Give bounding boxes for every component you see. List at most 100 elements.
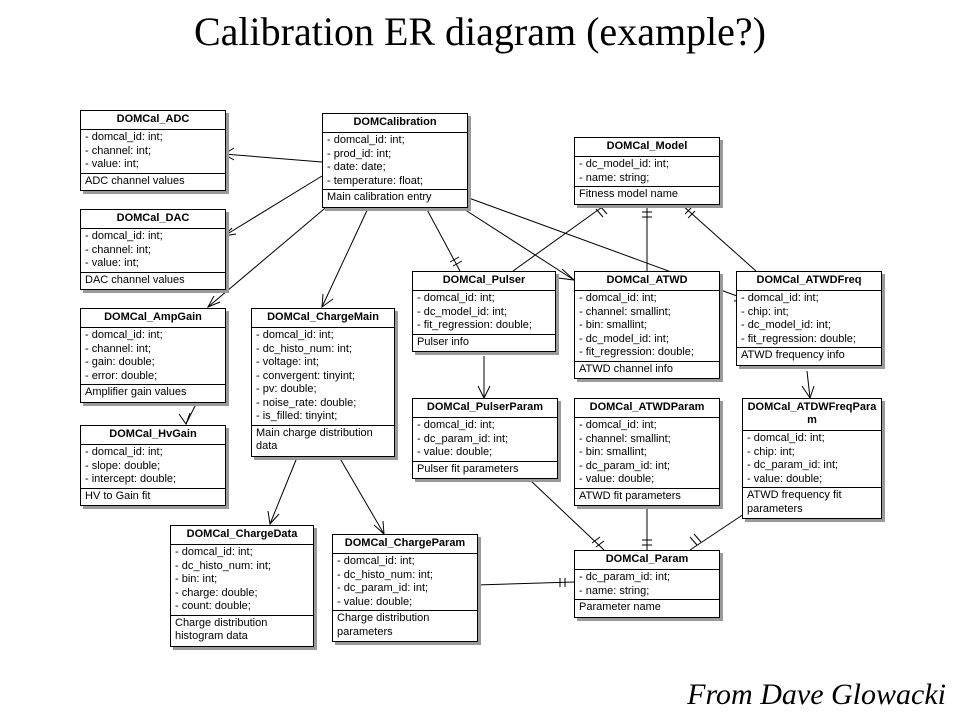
rel-calibration-atwd — [455, 203, 575, 281]
attribute: - chip: int; — [747, 445, 795, 458]
attribute: - bin: smallint; — [579, 319, 647, 331]
attribute: - domcal_id: int; — [747, 432, 825, 444]
attribute: - dc_histo_num: int; — [337, 568, 433, 581]
attribute: - channel: int; — [85, 144, 152, 157]
entity-domcal-model[interactable]: DOMCal_Model - dc_model_id: int; - name:… — [574, 137, 720, 205]
entity-name: DOMCal_ATWDParam — [575, 399, 719, 418]
entity-domcal-dac[interactable]: DOMCal_DAC - domcal_id: int; - channel: … — [80, 209, 226, 290]
author-credit: From Dave Glowacki — [687, 678, 946, 711]
attribute-list: - dc_model_id: int; - name: string; — [575, 157, 719, 187]
entity-name: DOMCal_ChargeData — [171, 526, 313, 545]
entity-domcal-atwdfreq[interactable]: DOMCal_ATWDFreq - domcal_id: int; - chip… — [736, 271, 882, 366]
rel-param-chargeparam — [475, 581, 575, 586]
entity-description: ATWD channel info — [579, 362, 673, 375]
entity-name: DOMCal_Param — [575, 551, 719, 570]
attribute: - name: string; — [579, 171, 650, 184]
attribute-list: - domcal_id: int; - channel: smallint; -… — [575, 418, 719, 489]
entity-name: DOMCal_ChargeParam — [333, 535, 477, 554]
attribute: - domcal_id: int; — [337, 555, 415, 567]
attribute: - gain: double; — [85, 356, 155, 368]
entity-domcal-atdwfreqparam[interactable]: DOMCal_ATDWFreqParam - domcal_id: int; -… — [742, 398, 882, 519]
entity-description: Main calibration entry — [327, 191, 432, 203]
attribute-list: - domcal_id: int; - prod_id: int; - date… — [323, 133, 467, 190]
attribute: - channel: smallint; — [579, 305, 671, 318]
entity-name: DOMCal_ATWDFreq — [737, 272, 881, 291]
attribute-list: - domcal_id: int; - channel: smallint; -… — [575, 291, 719, 362]
attribute-list: - dc_param_id: int; - name: string; — [575, 570, 719, 600]
entity-domcal-hvgain[interactable]: DOMCal_HvGain - domcal_id: int; - slope:… — [80, 425, 226, 506]
entity-description: ATWD frequency fit parameters — [747, 489, 842, 515]
attribute: - fit_regression: double; — [417, 319, 532, 331]
attribute: - domcal_id: int; — [85, 446, 163, 458]
attribute-list: - domcal_id: int; - dc_param_id: int; - … — [413, 418, 557, 462]
attribute-list: - domcal_id: int; - dc_histo_num: int; -… — [252, 328, 394, 426]
rel-calibration-adc — [223, 153, 323, 163]
attribute: - dc_param_id: int; — [337, 582, 429, 594]
entity-domcal-atwdparam[interactable]: DOMCal_ATWDParam - domcal_id: int; - cha… — [574, 398, 720, 506]
attribute: - intercept: double; — [85, 473, 177, 485]
entity-domcal-atwd[interactable]: DOMCal_ATWD - domcal_id: int; - channel:… — [574, 271, 720, 379]
attribute: - value: int; — [85, 257, 139, 269]
attribute: - value: double; — [337, 595, 413, 608]
attribute: - dc_model_id: int; — [417, 305, 507, 318]
entity-description: Pulser fit parameters — [417, 462, 519, 475]
entity-description: ATWD fit parameters — [579, 489, 681, 502]
attribute: - dc_model_id: int; — [579, 158, 669, 170]
entity-domcal-adc[interactable]: DOMCal_ADC - domcal_id: int; - channel: … — [80, 110, 226, 191]
rel-calibration-ampgain — [207, 203, 331, 308]
attribute: - slope: double; — [85, 459, 161, 472]
attribute: - dc_model_id: int; — [741, 319, 831, 331]
rel-calibration-chargemain — [321, 203, 371, 308]
attribute: - dc_histo_num: int; — [256, 342, 352, 355]
attribute: - domcal_id: int; — [417, 419, 495, 431]
entity-domcalibration[interactable]: DOMCalibration - domcal_id: int; - prod_… — [322, 113, 468, 208]
attribute: - domcal_id: int; — [85, 230, 163, 242]
attribute: - name: string; — [579, 584, 650, 597]
attribute: - domcal_id: int; — [579, 419, 657, 431]
rel-calibration-dac — [223, 175, 323, 237]
attribute-list: - domcal_id: int; - dc_histo_num: int; -… — [333, 554, 477, 611]
entity-domcal-param[interactable]: DOMCal_Param - dc_param_id: int; - name:… — [574, 550, 720, 618]
rel-model-atwdfreq — [681, 204, 757, 272]
entity-name: DOMCal_Model — [575, 138, 719, 157]
attribute: - dc_model_id: int; — [579, 332, 669, 345]
attribute-list: - domcal_id: int; - slope: double; - int… — [81, 445, 225, 489]
entity-name: DOMCal_ADC — [81, 111, 225, 130]
entity-description: Charge distribution parameters — [337, 612, 430, 638]
attribute: - value: double; — [579, 473, 655, 485]
attribute: - value: int; — [85, 158, 139, 170]
entity-domcal-pulserparam[interactable]: DOMCal_PulserParam - domcal_id: int; - d… — [412, 398, 558, 479]
entity-domcal-chargeparam[interactable]: DOMCal_ChargeParam - domcal_id: int; - d… — [332, 534, 478, 642]
entity-name: DOMCal_ATDWFreqParam — [743, 399, 881, 431]
rel-calibration-pulser — [423, 203, 461, 272]
entity-name: DOMCal_AmpGain — [81, 309, 225, 328]
entity-name: DOMCal_HvGain — [81, 426, 225, 445]
attribute: - dc_param_id: int; — [747, 459, 839, 471]
entity-name: DOMCal_ChargeMain — [252, 309, 394, 328]
attribute: - voltage: int; — [256, 356, 319, 368]
attribute: - domcal_id: int; — [85, 329, 163, 341]
attribute: - fit_regression: double; — [579, 346, 694, 358]
attribute-list: - domcal_id: int; - channel: int; - valu… — [81, 130, 225, 174]
attribute: - dc_param_id: int; — [579, 571, 671, 583]
entity-name: DOMCal_Pulser — [413, 272, 555, 291]
attribute: - convergent: tinyint; — [256, 369, 356, 382]
entity-domcal-ampgain[interactable]: DOMCal_AmpGain - domcal_id: int; - chann… — [80, 308, 226, 403]
cardinality-marks — [178, 147, 815, 587]
entity-description: DAC channel values — [85, 273, 185, 286]
attribute: - dc_param_id: int; — [417, 432, 509, 445]
entity-description: Amplifier gain values — [85, 386, 187, 398]
attribute: - error: double; — [85, 369, 158, 382]
attribute: - dc_histo_num: int; — [175, 559, 271, 572]
attribute: - bin: smallint; — [579, 446, 647, 458]
attribute: - domcal_id: int; — [175, 546, 253, 558]
entity-domcal-chargedata[interactable]: DOMCal_ChargeData - domcal_id: int; - dc… — [170, 525, 314, 647]
attribute: - fit_regression: double; — [741, 332, 856, 345]
entity-domcal-pulser[interactable]: DOMCal_Pulser - domcal_id: int; - dc_mod… — [412, 271, 556, 352]
attribute: - charge: double; — [175, 586, 258, 599]
attribute: - domcal_id: int; — [327, 134, 405, 146]
attribute: - domcal_id: int; — [85, 131, 163, 143]
entity-domcal-chargemain[interactable]: DOMCal_ChargeMain - domcal_id: int; - dc… — [251, 308, 395, 457]
attribute-list: - domcal_id: int; - chip: int; - dc_para… — [743, 431, 881, 488]
